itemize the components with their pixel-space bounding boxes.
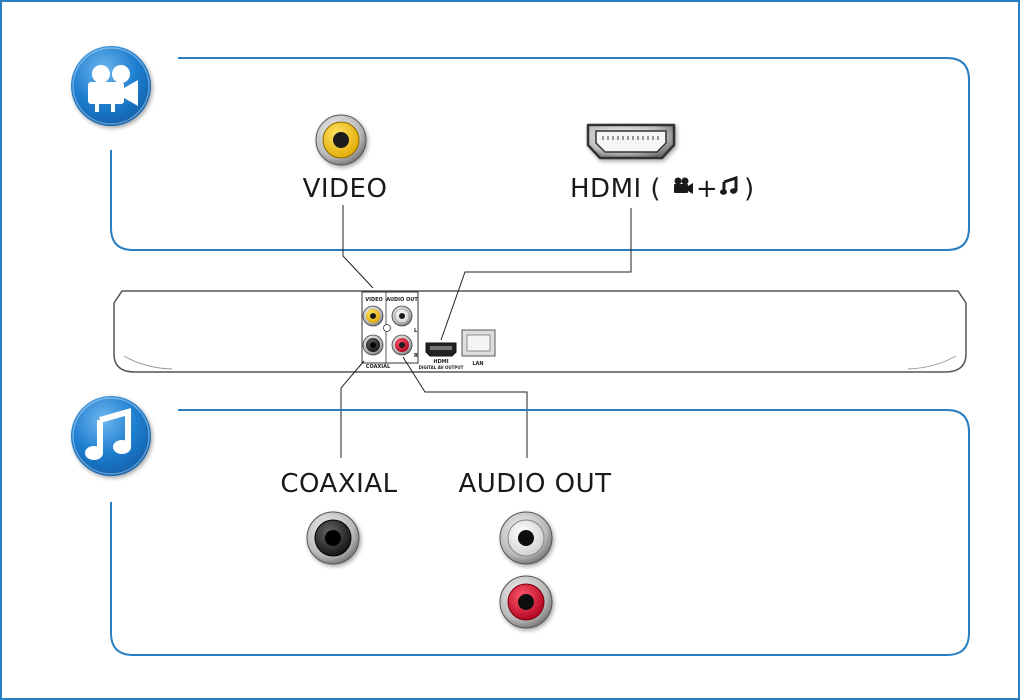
- panel-coaxial-jack: [362, 334, 384, 356]
- audio-section: COAXIAL AUDIO OUT: [71, 396, 970, 656]
- panel-hdmi-sublabel: DIGITAL AV OUTPUT: [419, 365, 464, 370]
- panel-lan-port: LAN: [461, 329, 496, 367]
- hdmi-connector-icon: [586, 123, 676, 160]
- hdmi-label: HDMI (: [570, 174, 661, 204]
- coaxial-label: COAXIAL: [280, 469, 397, 499]
- hdmi-label-close: ): [744, 174, 755, 204]
- player-rear-panel: VIDEO AUDIO OUT COAXIAL L R: [113, 290, 967, 373]
- panel-hdmi-port: HDMI DIGITAL AV OUTPUT: [419, 342, 464, 370]
- panel-video-label: VIDEO: [365, 297, 383, 303]
- audio-out-left-jack-icon: [499, 511, 553, 565]
- panel-audio-r-label: R: [414, 353, 418, 359]
- audio-out-label: AUDIO OUT: [458, 469, 611, 499]
- hdmi-audio-icon: [720, 175, 738, 195]
- panel-audio-r-jack: [391, 334, 413, 356]
- audio-out-right-jack-icon: [499, 575, 553, 629]
- panel-audio-out-label: AUDIO OUT: [386, 297, 418, 303]
- video-camera-icon: [71, 46, 151, 126]
- coaxial-jack-icon: [306, 511, 360, 565]
- panel-coaxial-label: COAXIAL: [366, 364, 391, 370]
- panel-lan-label: LAN: [472, 361, 483, 367]
- panel-hdmi-label: HDMI: [433, 359, 448, 365]
- panel-audio-l-jack: [391, 305, 413, 327]
- video-label: VIDEO: [303, 174, 388, 204]
- panel-video-jack: [362, 305, 384, 327]
- audio-section-border: [110, 409, 970, 656]
- video-section-border: [110, 57, 970, 251]
- music-note-icon: [71, 396, 151, 476]
- leader-lines: [340, 205, 632, 458]
- panel-audio-l-label: L: [414, 328, 418, 334]
- hdmi-plus: +: [696, 174, 718, 204]
- video-jack-icon: [315, 114, 367, 166]
- video-section: VIDEO HDMI ( +: [71, 46, 970, 251]
- hdmi-video-icon: [674, 177, 693, 194]
